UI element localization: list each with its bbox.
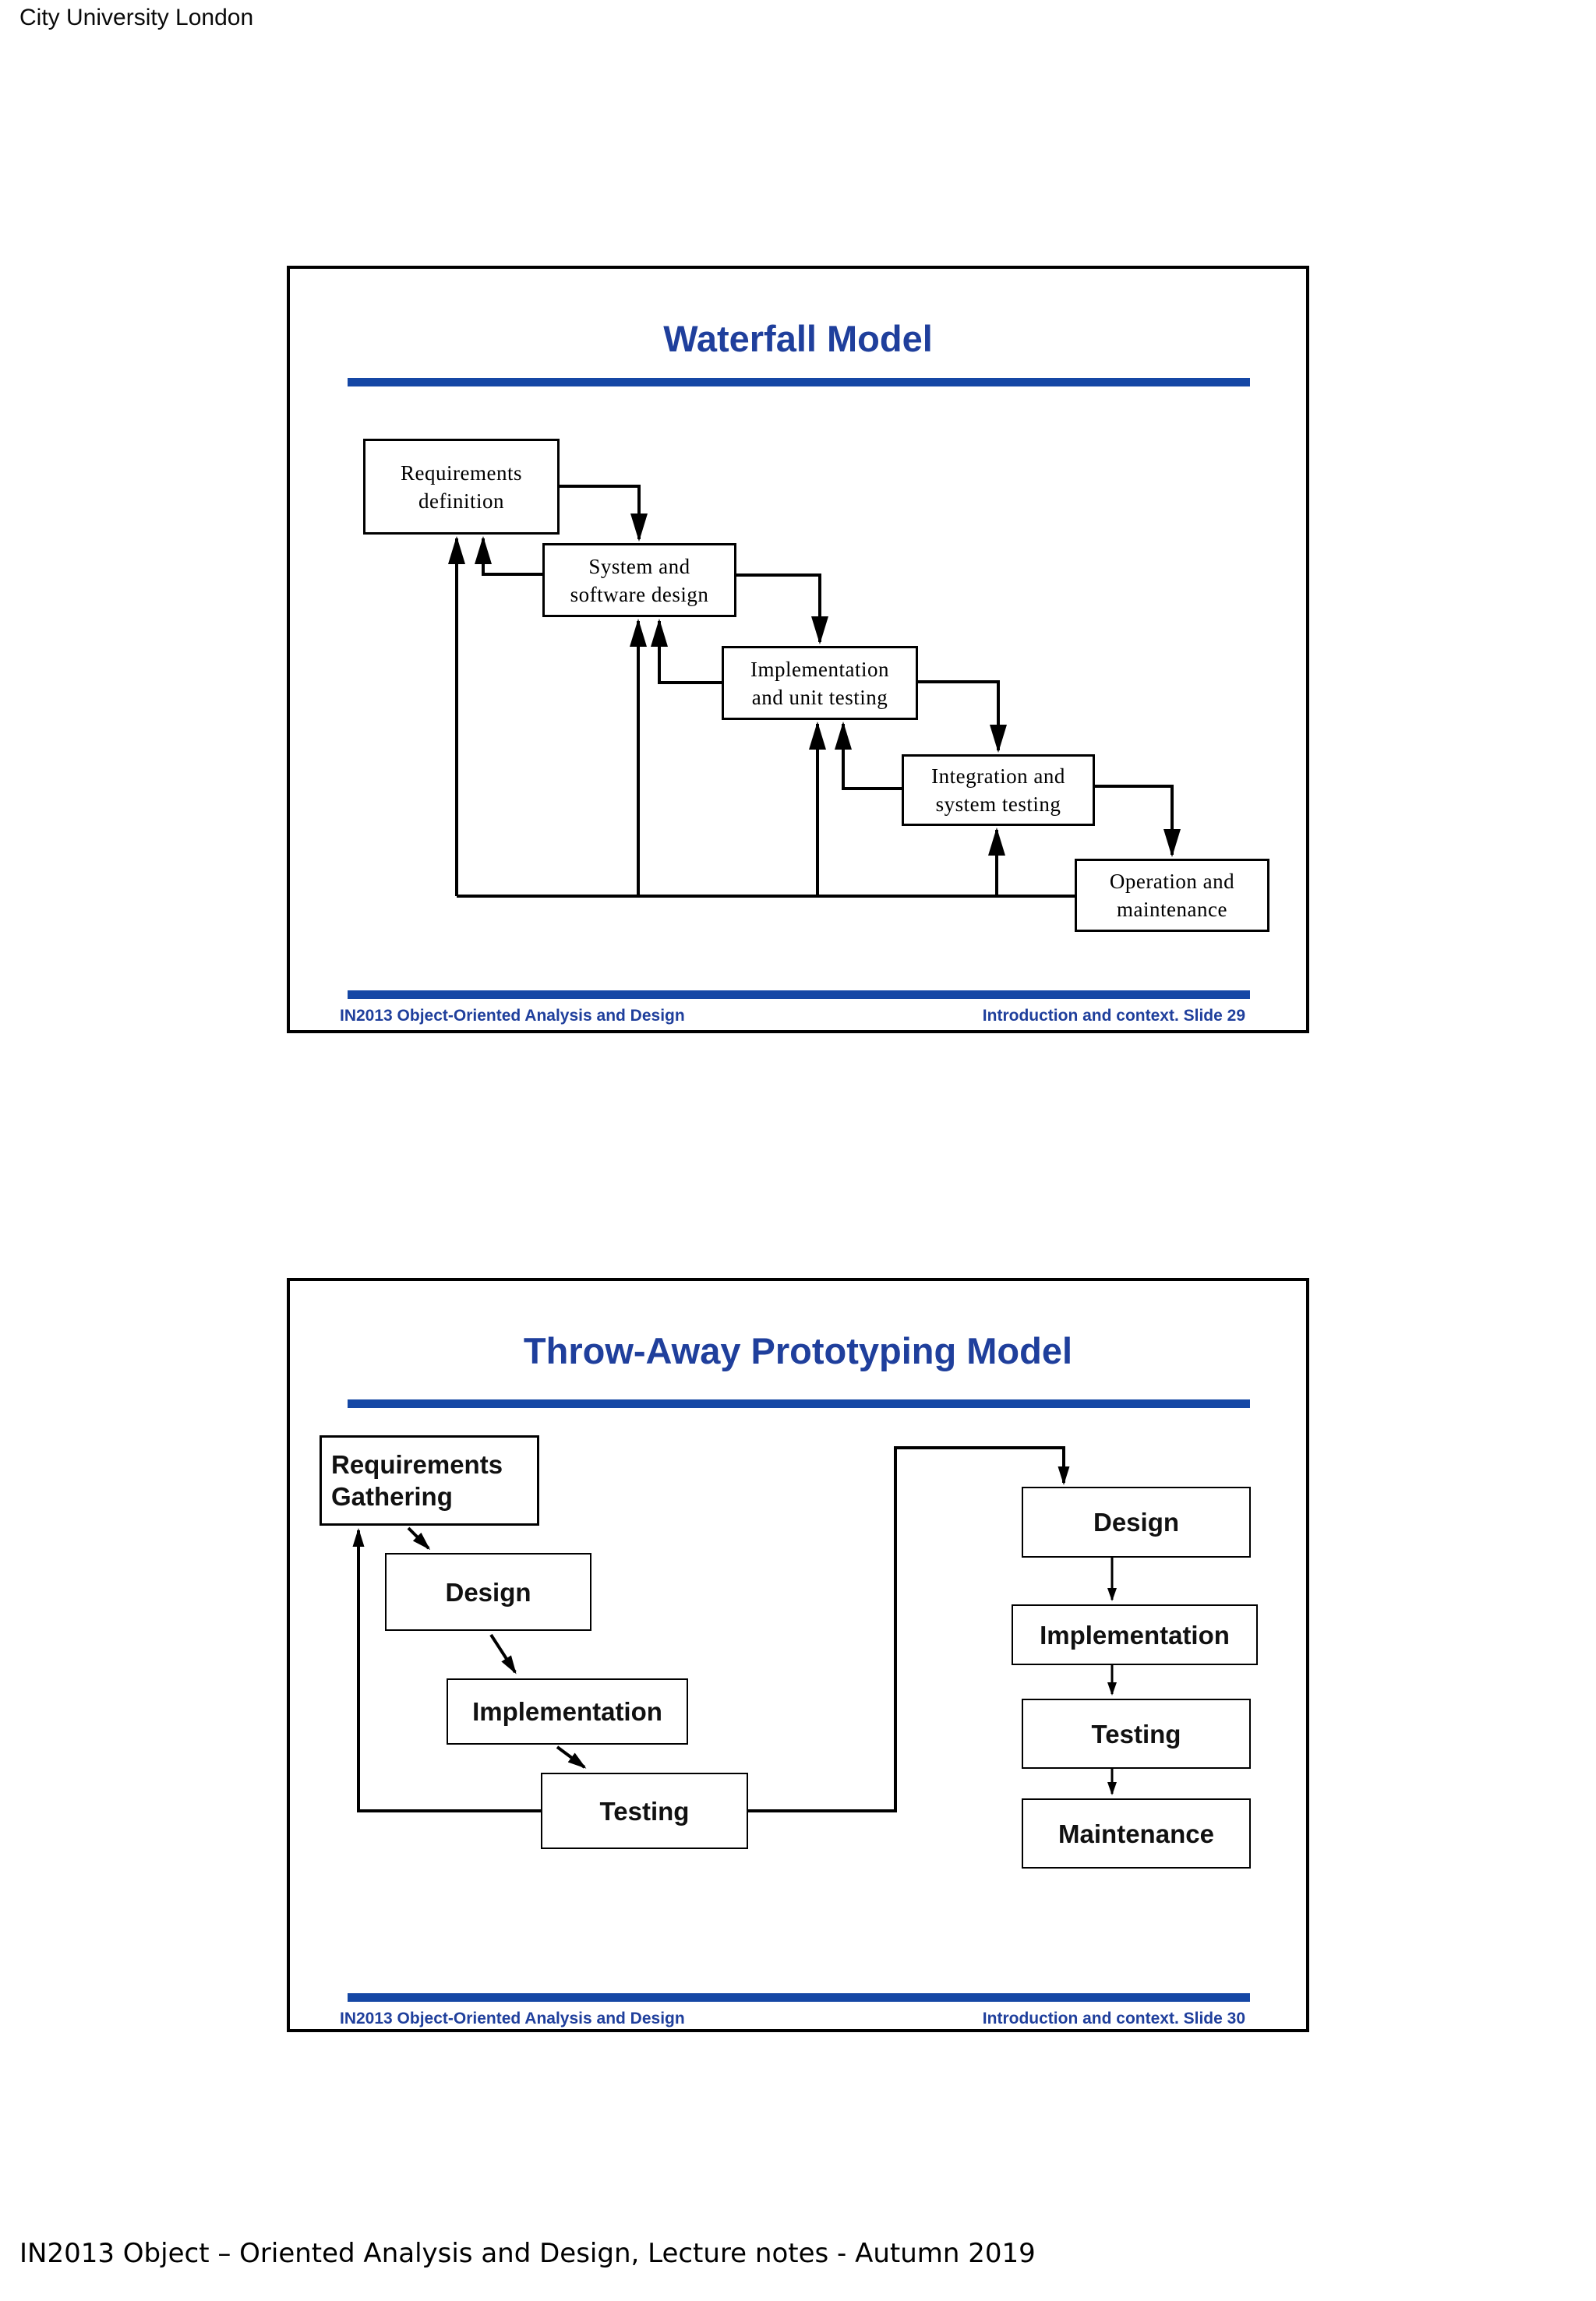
- box-label-line: Maintenance: [1058, 1819, 1214, 1848]
- box-prototype-implementation: Implementation: [447, 1678, 688, 1745]
- box-label-line: Testing: [1091, 1719, 1181, 1749]
- page-footer: IN2013 Object – Oriented Analysis and De…: [19, 2238, 1036, 2269]
- slide2-footer-bar: [348, 1993, 1250, 2002]
- slide1-title: Waterfall Model: [663, 318, 933, 359]
- page-header: City University London: [19, 5, 254, 30]
- box-label-line: maintenance: [1117, 898, 1227, 921]
- arrow-design-to-implementation: [736, 573, 828, 644]
- box-label-line: Implementation: [1040, 1620, 1230, 1650]
- box-label-line: Design: [445, 1577, 531, 1607]
- box-label-line: and unit testing: [751, 685, 888, 709]
- arrow-design-to-implementation-proto: [489, 1633, 517, 1675]
- box-label-line: Implementation: [750, 657, 889, 681]
- box-maintenance: Maintenance: [1022, 1798, 1251, 1869]
- box-label-line: Operation and: [1109, 870, 1235, 893]
- box-integration-system-testing: Integration and system testing: [902, 754, 1095, 826]
- box-label-line: system testing: [935, 792, 1061, 816]
- box-label-line: Requirements: [401, 461, 522, 485]
- slide2-title: Throw-Away Prototyping Model: [523, 1330, 1073, 1371]
- box-label-line: Implementation: [472, 1697, 662, 1726]
- box-requirements-definition: Requirements definition: [363, 439, 560, 535]
- arrow-integration-to-operation: [1095, 785, 1181, 857]
- slide2-title-rule: [348, 1399, 1250, 1408]
- box-implementation-unit-testing: Implementation and unit testing: [722, 646, 918, 720]
- feedback-design-to-requirements: [475, 536, 542, 576]
- arrow-requirements-to-design: [560, 485, 648, 542]
- box-label-line: software design: [570, 582, 709, 606]
- box-label-line: Integration and: [931, 764, 1065, 788]
- arrow-implementation-to-testing-proto: [556, 1745, 587, 1769]
- box-requirements-gathering: Requirements Gathering: [320, 1435, 539, 1526]
- box-label-line: System and: [588, 554, 690, 578]
- slide2-footer-left: IN2013 Object-Oriented Analysis and Desi…: [340, 2010, 685, 2027]
- slide1-footer-right: Introduction and context. Slide 29: [982, 1007, 1245, 1025]
- slide1-footer-bar: [348, 990, 1250, 999]
- box-final-implementation: Implementation: [1012, 1604, 1258, 1665]
- box-final-design: Design: [1022, 1487, 1251, 1558]
- box-prototype-testing: Testing: [541, 1773, 748, 1849]
- box-label-line: Gathering: [331, 1482, 453, 1511]
- slide-throwaway-prototyping-model: Throw-Away Prototyping Model Requirement…: [287, 1278, 1309, 2032]
- feedback-integration-to-implementation: [835, 722, 902, 790]
- box-prototype-design: Design: [385, 1553, 591, 1631]
- box-final-testing: Testing: [1022, 1699, 1251, 1769]
- box-label-line: Testing: [599, 1796, 690, 1826]
- box-label-line: Requirements: [331, 1450, 503, 1479]
- box-system-software-design: System and software design: [542, 543, 736, 617]
- box-label-line: Design: [1093, 1508, 1180, 1537]
- arrow-gathering-to-design: [407, 1526, 431, 1551]
- box-operation-maintenance: Operation and maintenance: [1075, 859, 1269, 932]
- feedback-implementation-to-design: [651, 619, 722, 684]
- slide2-footer-right: Introduction and context. Slide 30: [982, 2010, 1245, 2027]
- arrow-implementation-to-integration: [918, 680, 1007, 753]
- slide1-title-rule: [348, 378, 1250, 386]
- slide1-footer-left: IN2013 Object-Oriented Analysis and Desi…: [340, 1007, 685, 1025]
- slide-waterfall-model: Waterfall Model: [287, 266, 1309, 1033]
- box-label-line: definition: [418, 489, 504, 513]
